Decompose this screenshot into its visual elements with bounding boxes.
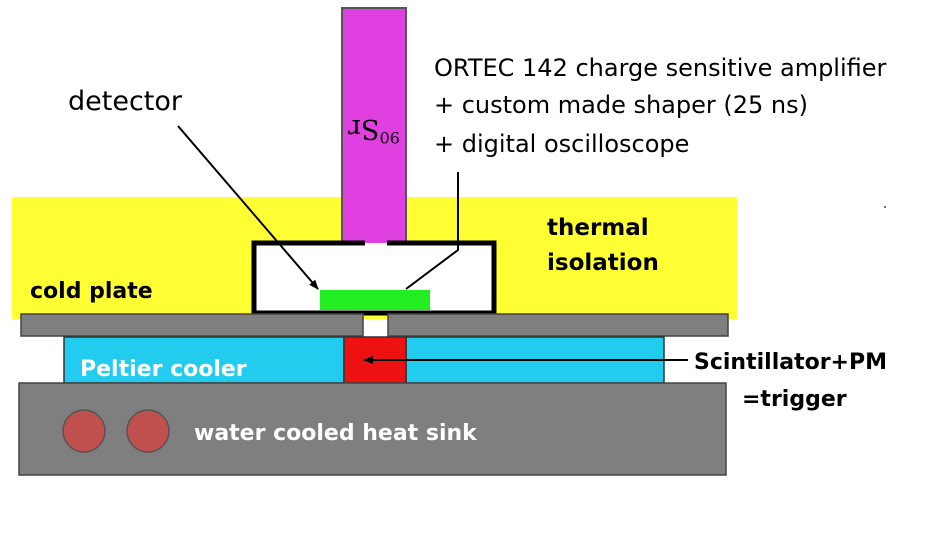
stray-dot — [884, 206, 886, 208]
amplifier-leader-line — [405, 172, 459, 290]
scintillator-label: Scintillator+PM — [694, 350, 887, 375]
amplifier-label-line2: + custom made shaper (25 ns) — [434, 91, 808, 119]
detector-housing-outline — [251, 240, 497, 316]
sr90-source-rod — [341, 7, 407, 252]
thermal-isolation-label-line1: thermal — [547, 215, 649, 241]
source-element-symbol: Sr — [348, 114, 379, 145]
heat-sink-label: water cooled heat sink — [194, 421, 478, 446]
peltier-label: Peltier cooler — [80, 357, 247, 382]
detector-chip — [320, 290, 430, 310]
detector-arrow — [177, 125, 319, 290]
amplifier-label-line1: ORTEC 142 charge sensitive amplifier — [434, 54, 887, 82]
cold-plate-left — [20, 313, 364, 337]
trigger-label: =trigger — [742, 387, 847, 412]
cold-plate-label: cold plate — [30, 279, 153, 304]
amplifier-label-line3: + digital oscilloscope — [434, 130, 689, 158]
water-pipe-2 — [126, 409, 170, 453]
source-label: 90Sr — [348, 114, 400, 148]
water-pipe-1 — [62, 409, 106, 453]
source-mass-number: 90 — [380, 129, 400, 148]
cold-plate-right — [387, 313, 729, 337]
detector-label: detector — [68, 86, 183, 117]
thermal-isolation-label-line2: isolation — [547, 250, 659, 276]
svg-text:90Sr: 90Sr — [348, 114, 400, 148]
